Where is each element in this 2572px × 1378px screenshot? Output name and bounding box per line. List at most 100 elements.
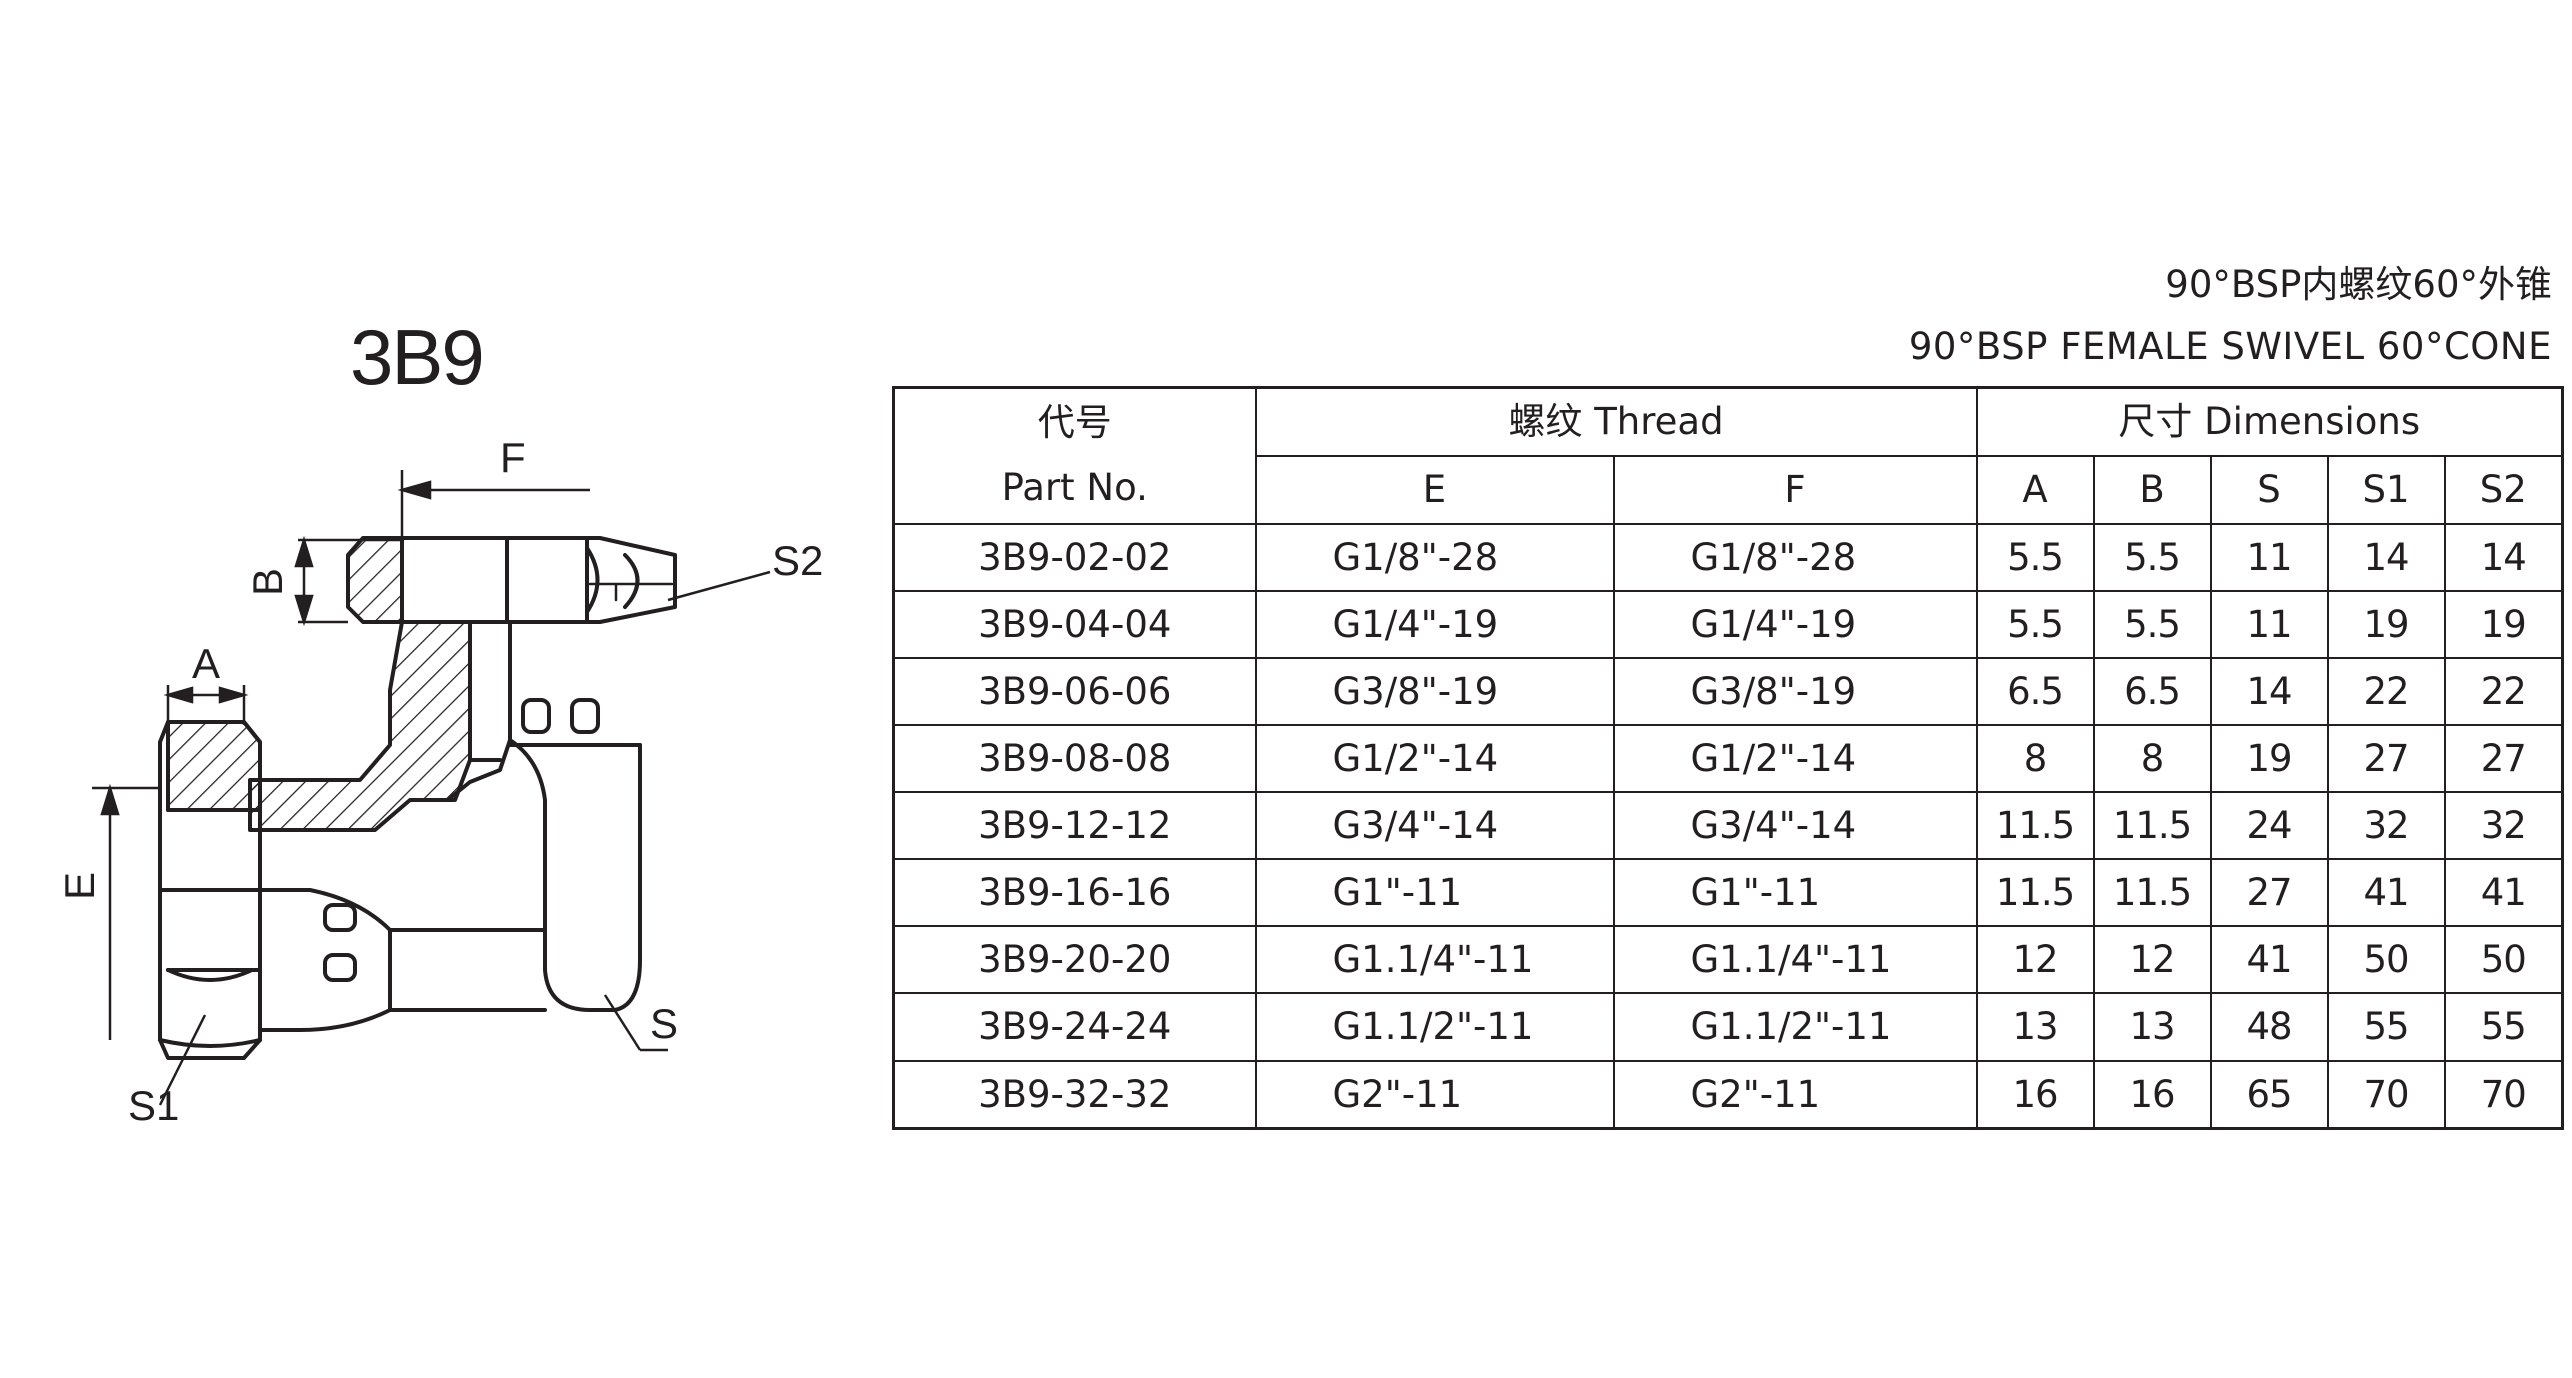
dim-b-cell: 8 [2092, 723, 2212, 794]
col-header-S2: S2 [2443, 454, 2564, 525]
table-row: 3B9-08-08 G1/2"-14 G1/2"-14 8 8 19 27 27 [892, 723, 2564, 794]
thread-e-cell: G1/2"-14 [1254, 723, 1615, 794]
lower-nut-body [158, 720, 262, 1060]
upper-nut-hatched [346, 536, 404, 624]
thread-f-cell: G1/8"-28 [1612, 522, 1978, 592]
thread-e-cell: G3/4"-14 [1254, 790, 1615, 861]
thread-header: 螺纹 Thread [1254, 386, 1978, 457]
dim-s2-cell: 27 [2443, 723, 2564, 794]
dim-s2-cell: 32 [2443, 790, 2564, 861]
dim-s-cell: 14 [2209, 656, 2329, 726]
label-A: A [192, 640, 220, 687]
dim-s-cell: 11 [2209, 522, 2329, 592]
thread-e-cell: G3/8"-19 [1254, 656, 1615, 726]
lower-nut-hatched [166, 720, 262, 812]
dim-s1-cell: 32 [2326, 790, 2446, 861]
dim-b-cell: 11.5 [2092, 790, 2212, 861]
table-row: 3B9-12-12 G3/4"-14 G3/4"-14 11.5 11.5 24… [892, 790, 2564, 861]
table-row: 3B9-24-24 G1.1/2"-11 G1.1/2"-11 13 13 48… [892, 992, 2564, 1062]
elbow-body-hatched [248, 620, 472, 832]
thread-f-cell: G1/4"-19 [1612, 589, 1978, 659]
col-header-E: E [1254, 454, 1615, 525]
label-E: E [56, 872, 103, 900]
label-S1: S1 [128, 1082, 179, 1129]
part-no-cell: 3B9-08-08 [892, 723, 1257, 794]
thread-f-cell: G3/4"-14 [1612, 790, 1978, 861]
dim-a-cell: 16 [1975, 1059, 2095, 1130]
upper-nut-body [400, 536, 677, 624]
part-no-header-en: Part No. [1001, 465, 1148, 509]
elbow-outer [508, 648, 642, 1012]
part-no-header-cn: 代号 [1037, 401, 1112, 444]
table-row: 3B9-20-20 G1.1/4"-11 G1.1/4"-11 12 12 41… [892, 925, 2564, 995]
dim-s-cell: 11 [2209, 589, 2329, 659]
col-header-S: S [2209, 454, 2329, 525]
thread-e-cell: G1/4"-19 [1254, 589, 1615, 659]
dim-s2-cell: 22 [2443, 656, 2564, 726]
dim-s2-cell: 41 [2443, 858, 2564, 928]
dim-s1-cell: 14 [2326, 522, 2446, 592]
dim-s1-cell: 41 [2326, 858, 2446, 928]
part-no-cell: 3B9-32-32 [892, 1059, 1257, 1130]
thread-e-cell: G1.1/2"-11 [1254, 992, 1615, 1062]
dim-s1-cell: 55 [2326, 992, 2446, 1062]
dim-s-cell: 24 [2209, 790, 2329, 861]
dim-b-cell: 11.5 [2092, 858, 2212, 928]
dim-b-cell: 5.5 [2092, 589, 2212, 659]
part-no-cell: 3B9-04-04 [892, 589, 1257, 659]
thread-f-cell: G1.1/2"-11 [1612, 992, 1978, 1062]
dim-a-cell: 5.5 [1975, 522, 2095, 592]
label-S2: S2 [772, 537, 823, 584]
col-header-S1: S1 [2326, 454, 2446, 525]
part-no-cell: 3B9-06-06 [892, 656, 1257, 726]
label-F: F [500, 434, 526, 481]
dim-s2-cell: 19 [2443, 589, 2564, 659]
label-B: B [244, 568, 291, 596]
dim-s1-cell: 19 [2326, 589, 2446, 659]
thread-f-cell: G2"-11 [1612, 1059, 1978, 1130]
part-no-cell: 3B9-20-20 [892, 925, 1257, 995]
dim-s2-cell: 55 [2443, 992, 2564, 1062]
part-no-cell: 3B9-16-16 [892, 858, 1257, 928]
dim-b-cell: 12 [2092, 925, 2212, 995]
dim-s-cell: 41 [2209, 925, 2329, 995]
title-chinese: 90°BSP内螺纹60°外锥 [2165, 263, 2552, 306]
elbow-body [448, 620, 512, 800]
col-header-B: B [2092, 454, 2212, 525]
col-header-F: F [1612, 454, 1978, 525]
dim-a-cell: 12 [1975, 925, 2095, 995]
dim-a-cell: 5.5 [1975, 589, 2095, 659]
thread-e-cell: G1"-11 [1254, 858, 1615, 928]
thread-f-cell: G1.1/4"-11 [1612, 925, 1978, 995]
dim-s2-cell: 70 [2443, 1059, 2564, 1130]
dim-s-cell: 19 [2209, 723, 2329, 794]
dim-s1-cell: 22 [2326, 656, 2446, 726]
part-no-cell: 3B9-02-02 [892, 522, 1257, 592]
dim-s1-cell: 70 [2326, 1059, 2446, 1130]
thread-f-cell: G1/2"-14 [1612, 723, 1978, 794]
dim-b-cell: 5.5 [2092, 522, 2212, 592]
dim-a-cell: 6.5 [1975, 656, 2095, 726]
thread-e-cell: G2"-11 [1254, 1059, 1615, 1130]
dim-s1-cell: 27 [2326, 723, 2446, 794]
label-S: S [650, 1000, 678, 1047]
table-row: 3B9-04-04 G1/4"-19 G1/4"-19 5.5 5.5 11 1… [892, 589, 2564, 659]
thread-f-cell: G1"-11 [1612, 858, 1978, 928]
dim-s-cell: 65 [2209, 1059, 2329, 1130]
thread-e-cell: G1/8"-28 [1254, 522, 1615, 592]
col-header-A: A [1975, 454, 2095, 525]
table-row: 3B9-32-32 G2"-11 G2"-11 16 16 65 70 70 [892, 1059, 2564, 1130]
dim-a-cell: 13 [1975, 992, 2095, 1062]
dim-s2-cell: 14 [2443, 522, 2564, 592]
model-title: 3B9 [350, 313, 485, 401]
dimensions-header: 尺寸 Dimensions [1975, 386, 2564, 457]
dim-a-cell: 11.5 [1975, 790, 2095, 861]
table-row: 3B9-02-02 G1/8"-28 G1/8"-28 5.5 5.5 11 1… [892, 522, 2564, 592]
thread-f-cell: G3/8"-19 [1612, 656, 1978, 726]
table-row: 3B9-16-16 G1"-11 G1"-11 11.5 11.5 27 41 … [892, 858, 2564, 928]
dim-b-cell: 6.5 [2092, 656, 2212, 726]
thread-e-cell: G1.1/4"-11 [1254, 925, 1615, 995]
part-no-cell: 3B9-24-24 [892, 992, 1257, 1062]
elbow-fitting-drawing: F B S2 A E S S1 [56, 434, 823, 1129]
title-english: 90°BSP FEMALE SWIVEL 60°CONE [1908, 325, 2552, 368]
